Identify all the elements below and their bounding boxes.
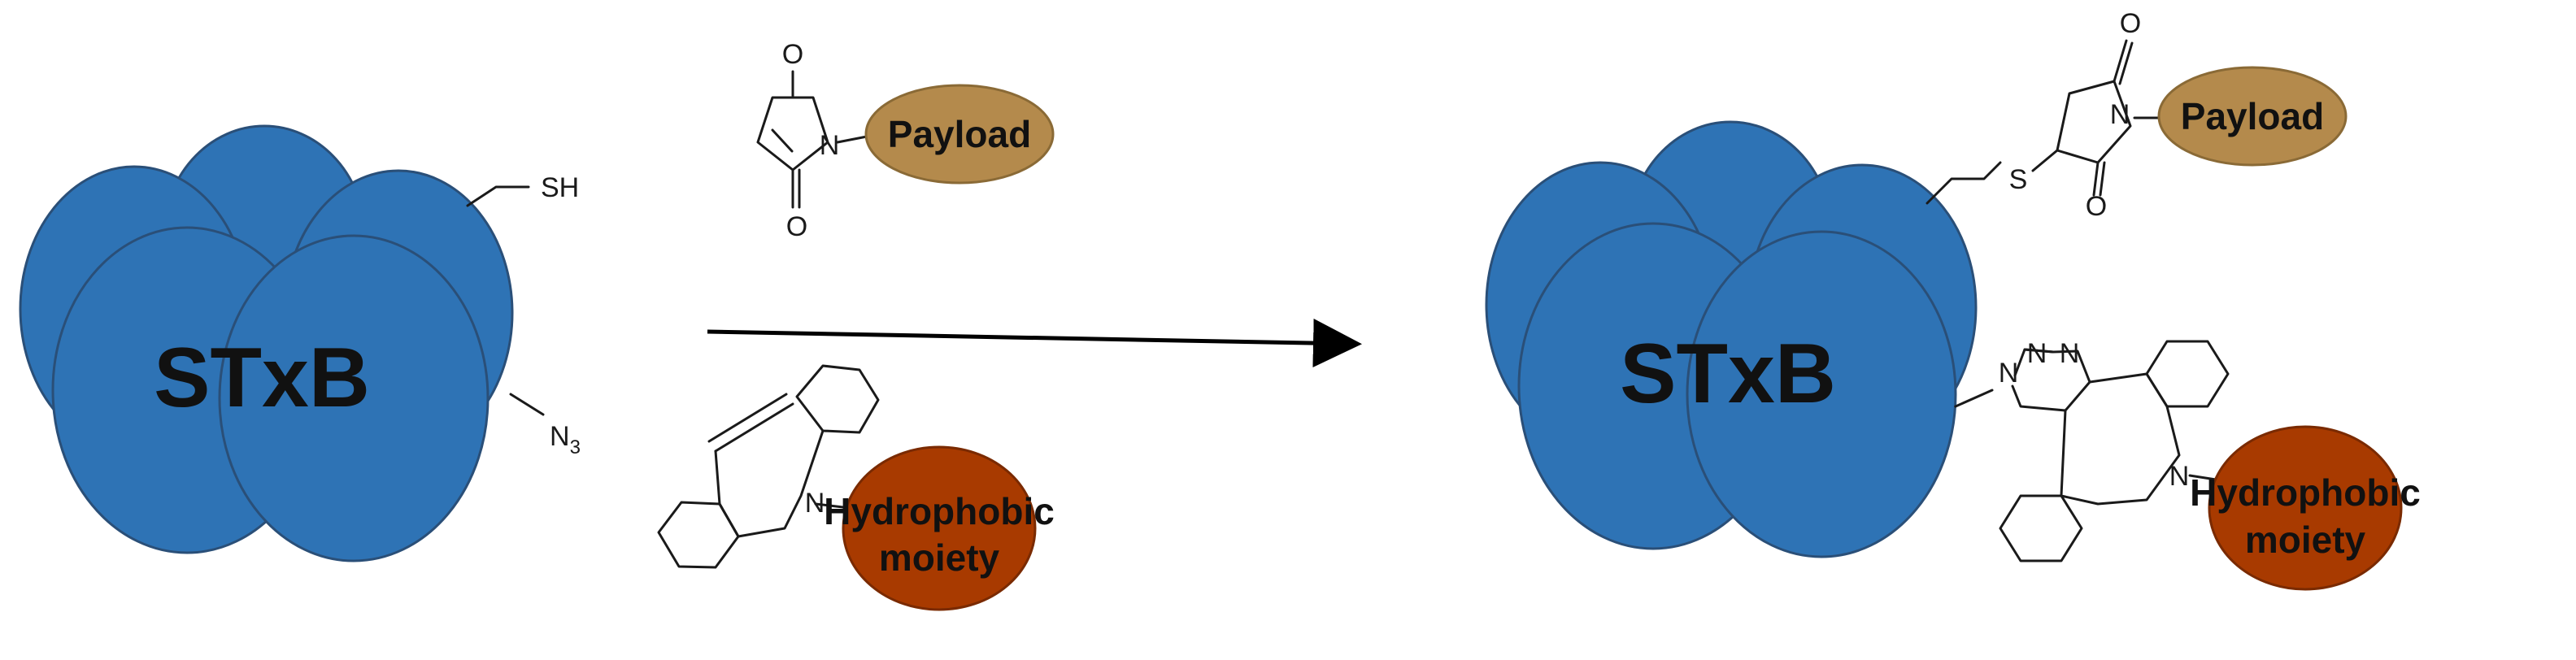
maleimide-n-payload-bond xyxy=(836,135,868,144)
succinimide-o-bottom: O xyxy=(2086,191,2107,222)
maleimide-reagent: O O N Payload xyxy=(756,39,1055,242)
maleimide-o-top: O xyxy=(782,39,803,70)
protein-triazole-bond xyxy=(1954,389,1994,408)
protein-lobe xyxy=(1686,230,1957,558)
left-stxb-protein: STxB xyxy=(19,124,514,562)
arrow-shaft xyxy=(707,319,1362,368)
thioether-s: S xyxy=(2009,164,2028,195)
succinimide-o-top: O xyxy=(2120,8,2141,39)
dbco-n-hydrophobic-bond xyxy=(814,502,851,510)
azide-linker-bond xyxy=(509,393,545,416)
hydrophobic-ellipse xyxy=(2208,425,2403,591)
product-ring-bonds xyxy=(2060,372,2181,506)
succinimide-carbonyl-bottom xyxy=(2092,161,2100,197)
maleimide-ring xyxy=(756,96,829,172)
right-stxb-protein: STxB xyxy=(1485,120,1978,558)
succinimide-carbonyl-top xyxy=(2113,39,2128,83)
product-n: N xyxy=(2169,461,2190,492)
dbco-benzene-left xyxy=(657,501,740,569)
product-n-hydrophobic-bond xyxy=(2188,474,2217,481)
right-protein-label: STxB xyxy=(1620,327,1836,421)
maleimide-double-bond xyxy=(771,128,794,153)
azide-label: N3 xyxy=(550,421,581,458)
reaction-arrow xyxy=(707,319,1362,368)
dbco-n: N xyxy=(805,488,825,519)
hydrophobic-line2: moiety xyxy=(879,536,1000,579)
payload-ellipse xyxy=(2157,66,2348,167)
payload-ellipse xyxy=(864,84,1055,185)
left-thiol-group: SH xyxy=(466,172,579,207)
dbco-benzene-right xyxy=(795,364,880,434)
hydrophobic-ellipse xyxy=(842,445,1037,611)
succinimide-carbonyl-top-2 xyxy=(2118,41,2134,85)
payload-label: Payload xyxy=(888,113,1031,155)
triazole-n2: N xyxy=(2027,338,2047,369)
thioether-succinimide-payload: S O O N Payload xyxy=(1925,8,2348,222)
left-azide-group: N3 xyxy=(509,393,581,458)
dbco-reagent: N Hydrophobic moiety xyxy=(657,364,1055,611)
succinimide-carbonyl-bottom-2 xyxy=(2099,161,2106,197)
triazole-n3: N xyxy=(2060,338,2080,369)
hydrophobic-line1: Hydrophobic xyxy=(2190,471,2421,514)
left-protein-label: STxB xyxy=(154,331,370,425)
hydrophobic-line1: Hydrophobic xyxy=(824,490,1055,532)
dbco-alkyne-2 xyxy=(707,393,788,443)
succinimide-n: N xyxy=(2110,99,2130,130)
dbco-alkyne xyxy=(714,402,794,453)
protein-lobe xyxy=(218,234,490,562)
payload-label: Payload xyxy=(2181,95,2324,137)
hydrophobic-line2: moiety xyxy=(2245,519,2366,561)
succinimide-ring xyxy=(2056,80,2132,164)
thioether-bonds xyxy=(1925,161,2002,205)
maleimide-o-bottom: O xyxy=(786,211,807,242)
s-ring-bond xyxy=(2031,149,2059,172)
sh-label: SH xyxy=(541,172,579,203)
triazole-double-bond xyxy=(2023,348,2055,354)
triazole-dbco-hydrophobic: N N N N Hydrophobic moiety xyxy=(1954,338,2421,591)
dbco-ring-bonds xyxy=(714,429,825,538)
product-benzene-right xyxy=(2145,340,2230,408)
maleimide-n: N xyxy=(820,130,840,161)
thiol-linker-bond xyxy=(466,185,530,207)
product-benzene-left xyxy=(1999,494,2083,562)
